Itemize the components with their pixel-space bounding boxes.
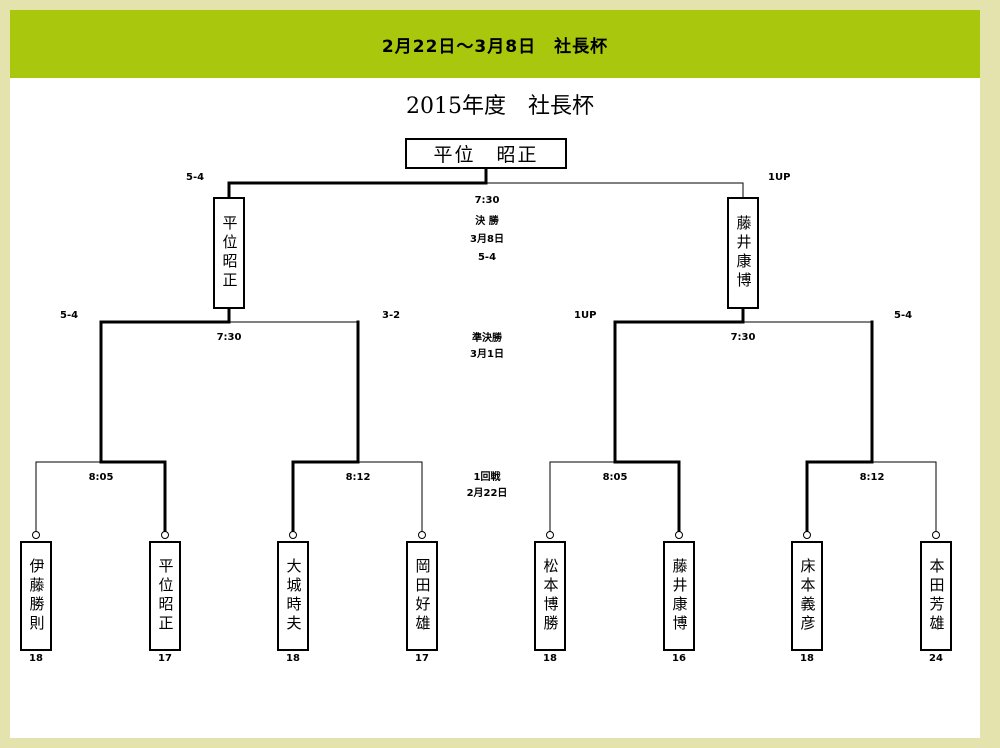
first-round-date: 2月22日 <box>466 488 508 499</box>
finalist-left-score: 5-4 <box>186 172 205 183</box>
player-box-4: 岡田好雄 <box>406 541 438 651</box>
player-handicap-3: 18 <box>286 653 300 664</box>
player-handicap-2: 17 <box>158 653 172 664</box>
semifinal-right-winner-score: 1UP <box>574 310 597 321</box>
finalist-left-box: 平位昭正 <box>213 197 245 309</box>
player-handicap-5: 18 <box>543 653 557 664</box>
player-box-7: 床本義彦 <box>791 541 823 651</box>
semifinal-label: 準決勝 <box>472 333 502 344</box>
seed-mark <box>803 531 811 539</box>
seed-mark <box>932 531 940 539</box>
seed-mark <box>546 531 554 539</box>
semifinal-right-loser-score: 5-4 <box>894 310 913 321</box>
player-box-6: 藤井康博 <box>663 541 695 651</box>
final-result: 5-4 <box>477 252 497 263</box>
first-round-label: 1回戦 <box>473 472 501 483</box>
final-label: 決 勝 <box>475 216 499 227</box>
semifinal-date: 3月1日 <box>470 349 504 360</box>
champion-box: 平位 昭正 <box>405 138 567 169</box>
player-handicap-1: 18 <box>29 653 43 664</box>
semifinal-left-loser-score: 3-2 <box>382 310 401 321</box>
seed-mark <box>32 531 40 539</box>
semifinal-left-winner-score: 5-4 <box>60 310 79 321</box>
header-title: 2月22日～3月8日 社長杯 <box>381 36 609 57</box>
player-box-8: 本田芳雄 <box>920 541 952 651</box>
tournament-title: 2015年度 社長杯 <box>406 94 594 119</box>
player-handicap-7: 18 <box>800 653 814 664</box>
player-box-3: 大城時夫 <box>277 541 309 651</box>
final-date: 3月8日 <box>470 234 504 245</box>
player-handicap-8: 24 <box>929 653 943 664</box>
finalist-right-box: 藤井康博 <box>727 197 759 309</box>
first-round-time-1: 8:05 <box>88 472 114 483</box>
first-round-time-4: 8:12 <box>859 472 885 483</box>
player-box-1: 伊藤勝則 <box>20 541 52 651</box>
seed-mark <box>161 531 169 539</box>
player-box-5: 松本博勝 <box>534 541 566 651</box>
semifinal-left-time: 7:30 <box>216 332 242 343</box>
player-handicap-4: 17 <box>415 653 429 664</box>
first-round-time-2: 8:12 <box>345 472 371 483</box>
seed-mark <box>418 531 426 539</box>
seed-mark <box>675 531 683 539</box>
finalist-right-score: 1UP <box>768 172 791 183</box>
header-banner: 2月22日～3月8日 社長杯 <box>10 10 980 78</box>
player-handicap-6: 16 <box>672 653 686 664</box>
seed-mark <box>289 531 297 539</box>
player-box-2: 平位昭正 <box>149 541 181 651</box>
first-round-time-3: 8:05 <box>602 472 628 483</box>
semifinal-right-time: 7:30 <box>730 332 756 343</box>
final-time: 7:30 <box>474 195 500 206</box>
